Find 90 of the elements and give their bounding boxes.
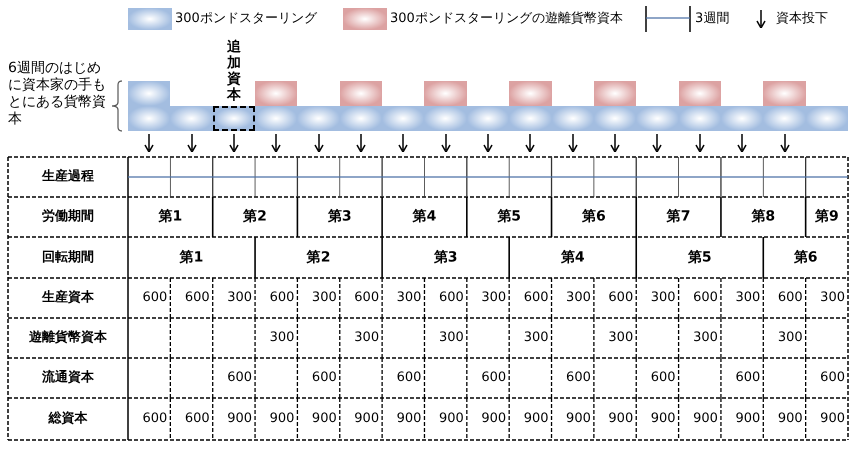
table-value: 900: [820, 412, 845, 426]
idle-money-block: [340, 81, 382, 106]
table-value: 900: [566, 412, 591, 426]
idle-money-block: [509, 81, 552, 106]
table-value: 600: [270, 290, 294, 306]
table-value: 600: [396, 370, 422, 386]
table-value: 600: [481, 370, 506, 386]
table-value: 900: [312, 412, 337, 426]
table-value: 900: [396, 412, 422, 426]
legend-text: 300ポンドスターリング: [175, 12, 317, 26]
table-value: 300: [735, 290, 760, 306]
table-value: 600: [608, 290, 634, 306]
block-caption: 追加資本: [226, 39, 242, 103]
annotation-text: 6週間のはじめに資本家の手もとにある貨幣資本: [8, 60, 107, 128]
row-header: 遊離貨幣資本: [29, 330, 107, 346]
row-header: 流通資本: [42, 370, 94, 386]
period-label: 第4: [560, 250, 585, 266]
row-header: 総資本: [48, 412, 88, 426]
period-label: 第4: [412, 209, 436, 225]
table-value: 600: [820, 370, 845, 386]
legend-text: 資本投下: [776, 12, 828, 26]
table-value: 300: [608, 330, 634, 346]
table-value: 600: [142, 412, 168, 426]
table-value: 900: [778, 412, 803, 426]
table-value: 600: [524, 290, 549, 306]
period-label: 第1: [158, 209, 182, 225]
table-value: 300: [396, 290, 422, 306]
table-value: 600: [184, 290, 210, 306]
table-value: 900: [608, 412, 634, 426]
capital-block: [170, 106, 213, 131]
table-value: 900: [650, 412, 676, 426]
table-value: 600: [778, 290, 803, 306]
table-value: 900: [438, 412, 464, 426]
table-value: 300: [227, 290, 252, 306]
idle-money-block: [763, 81, 806, 106]
table-value: 600: [735, 370, 760, 386]
table-value: 600: [184, 412, 210, 426]
period-label: 第6: [794, 250, 818, 266]
legend-text: 300ポンドスターリングの遊離貨幣資本: [390, 12, 623, 26]
table-value: 600: [438, 290, 464, 306]
row-header: 労働期間: [42, 210, 94, 224]
period-label: 第6: [582, 209, 606, 225]
table-value: 300: [820, 290, 845, 306]
capital-block: [128, 106, 170, 131]
table-value: 900: [481, 412, 506, 426]
period-label: 第3: [328, 209, 352, 225]
capital-block: [212, 106, 256, 131]
table-value: 600: [566, 370, 591, 386]
table-value: 600: [227, 370, 252, 386]
table-value: 300: [438, 330, 464, 346]
period-label: 第2: [243, 209, 267, 225]
idle-money-block: [255, 81, 298, 106]
idle-money-block: [594, 81, 636, 106]
period-label: 第8: [751, 209, 776, 225]
table-value: 300: [354, 330, 380, 346]
table-value: 900: [227, 412, 252, 426]
table-value: 300: [650, 290, 676, 306]
period-label: 第2: [306, 250, 330, 266]
table-value: 600: [354, 290, 380, 306]
row-header: 生産資本: [42, 290, 94, 306]
table-value: 300: [270, 330, 294, 346]
period-label: 第7: [666, 209, 690, 225]
capital-block: [806, 106, 848, 131]
period-label: 第1: [180, 250, 204, 266]
capital-block: [255, 106, 298, 131]
period-label: 第9: [814, 209, 839, 225]
table-value: 900: [270, 412, 294, 426]
period-label: 第3: [434, 250, 458, 266]
table-value: 600: [142, 290, 168, 306]
idle-money-block: [678, 81, 721, 106]
table-value: 300: [693, 330, 718, 346]
legend-text: 3週間: [695, 12, 730, 26]
period-label: 第5: [497, 209, 522, 225]
idle-money-block: [424, 81, 467, 106]
table-value: 300: [524, 330, 549, 346]
table-value: 300: [566, 290, 591, 306]
table-value: 300: [312, 290, 337, 306]
table-value: 300: [778, 330, 803, 346]
table-value: 900: [524, 412, 549, 426]
row-header: 回転期間: [42, 250, 94, 265]
table-value: 300: [481, 290, 506, 306]
table-value: 600: [650, 370, 676, 386]
period-label: 第5: [688, 250, 712, 266]
row-header: 生産過程: [42, 170, 94, 184]
table-value: 900: [693, 412, 718, 426]
capital-block: [128, 81, 170, 106]
table-value: 900: [354, 412, 380, 426]
table-value: 600: [693, 290, 718, 306]
table-value: 900: [735, 412, 760, 426]
table-value: 600: [312, 370, 337, 386]
